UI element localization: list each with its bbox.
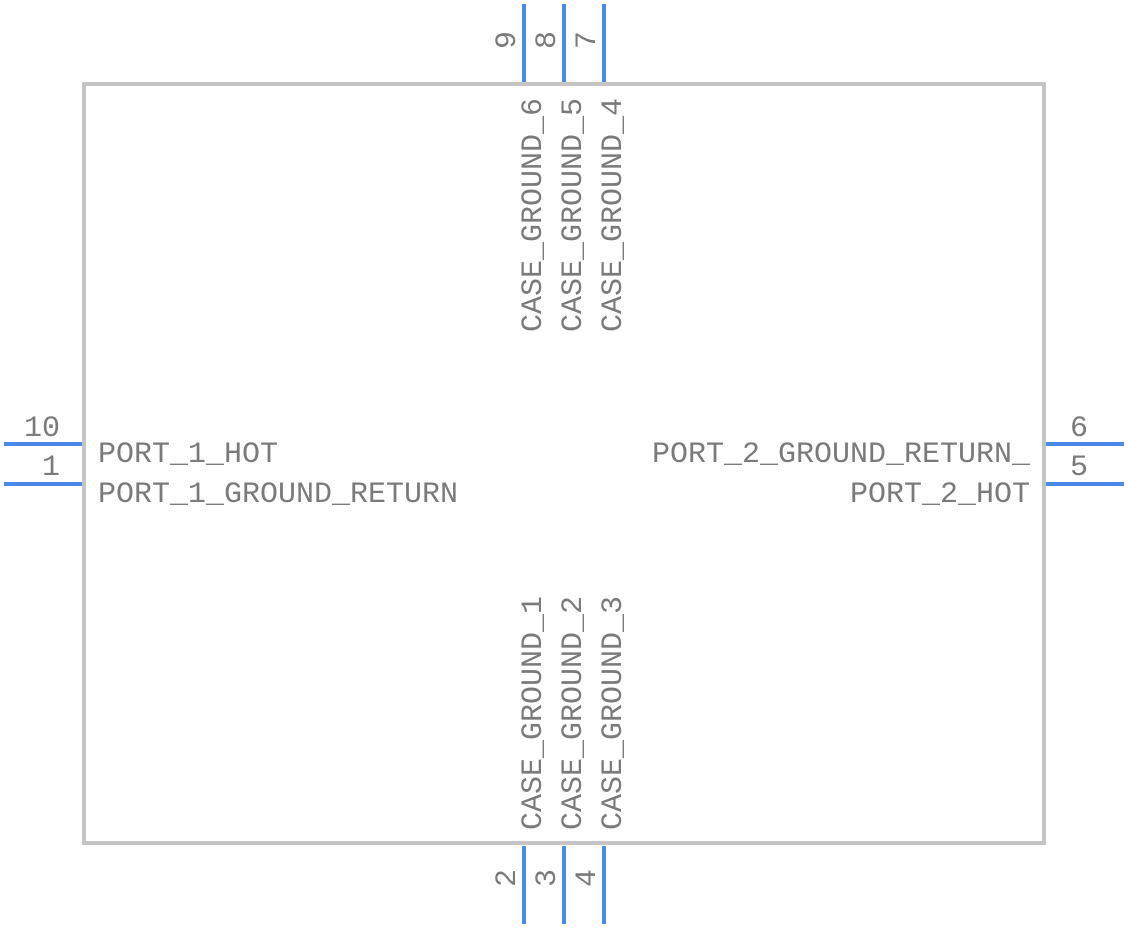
pin-1-label: PORT_1_GROUND_RETURN — [98, 478, 458, 512]
pin-3-number: 3 — [531, 869, 565, 887]
pin-1-number: 1 — [42, 451, 60, 485]
pin-8-number: 8 — [531, 31, 565, 49]
pin-10-label: PORT_1_HOT — [98, 438, 278, 472]
pin-2-number: 2 — [491, 869, 525, 887]
component-body — [82, 82, 1046, 845]
pin-9-number: 9 — [491, 31, 525, 49]
pin-8-label: CASE_GROUND_5 — [557, 98, 591, 332]
pin-2-label: CASE_GROUND_1 — [517, 596, 551, 830]
pin-4-label: CASE_GROUND_3 — [597, 596, 631, 830]
pin-9-label: CASE_GROUND_6 — [517, 98, 551, 332]
pin-5-label: PORT_2_HOT — [850, 478, 1030, 512]
pin-3-label: CASE_GROUND_2 — [557, 596, 591, 830]
pin-7-label: CASE_GROUND_4 — [597, 98, 631, 332]
pin-4-number: 4 — [571, 869, 605, 887]
pin-5-number: 5 — [1070, 451, 1088, 485]
pin-10-number: 10 — [24, 412, 60, 446]
pin-7-number: 7 — [571, 31, 605, 49]
pin-6-label: PORT_2_GROUND_RETURN_ — [652, 438, 1031, 472]
pin-6-number: 6 — [1070, 412, 1088, 446]
